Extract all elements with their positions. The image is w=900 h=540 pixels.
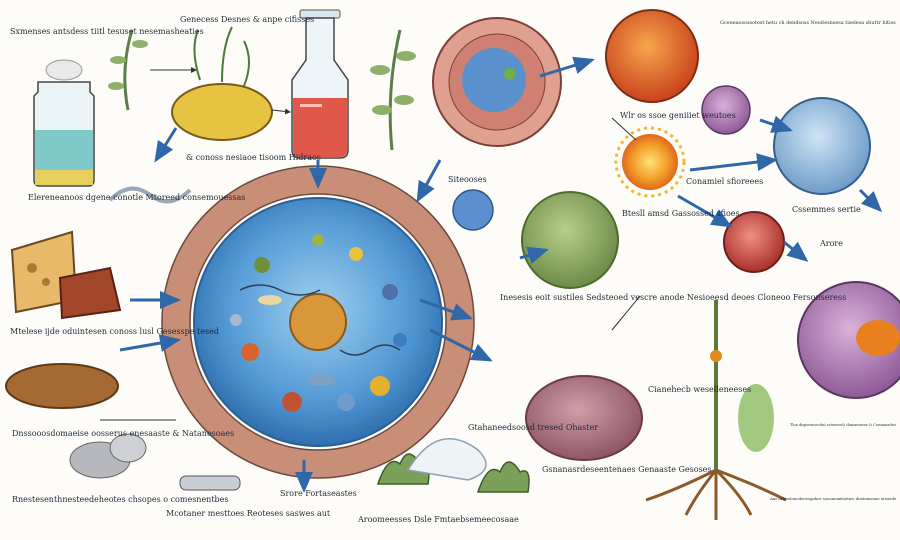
sponge-top [171,26,273,141]
sun-cell [614,126,686,198]
label-18: Mcotaner mesttoes Reoteses saswes aut [166,509,331,518]
meat-slab [58,266,122,320]
purple-spore [701,85,751,135]
label-group: Sxmenses antsdess tiitl tesuset nesemash… [10,15,897,524]
label-16: Tlon dirpoesioecttai octeseos& tlansnnes… [790,423,896,427]
label-9: Btesll amsd Gassossed sfioes [622,209,740,218]
beaker-top-left [33,59,95,187]
connector-arrows [119,56,883,493]
label-7: Wlr os ssoe geniiiet weutoes [620,111,736,120]
label-11: Arore [819,239,843,248]
label-14: Dnssooosdomaeise oosserus enesaaste & Na… [12,429,234,438]
root-plant [645,300,787,520]
central-nucleus [289,293,347,351]
label-4: & conoss nesiaoe tisoom Hidraos [186,153,321,162]
label-20: Aroomeesses Dsle Fmtaebsemeecosaae [357,515,519,524]
blue-microbe [452,189,494,231]
label-23: Anr orbentoncdeoesgaher sooonemitseties … [769,496,897,501]
label-17: Rnestesenthnesteedeheotes chsopes o come… [12,495,229,504]
tissue-disc [432,17,562,147]
label-6: Gceneaosossotest hetu ch dendsoss Neoite… [720,20,896,26]
label-15: Cianehecb weselleneeses [648,385,751,394]
label-12: Mtelese ijde oduintesen conoss lusl Gese… [10,327,219,336]
brain-organ [525,375,643,461]
rock-cluster [69,433,147,479]
label-1: Sxmenses antsdess tiitl tesuset nesemash… [10,27,204,36]
green-cell [521,191,619,289]
label-22: Gsnanasrdeseentenaes Genaaste Gesoses [542,465,712,474]
red-cell [723,211,785,273]
plant-top-mid [370,29,416,151]
organelles [230,234,407,412]
flask-top-center [291,9,349,159]
label-2: Genecess Desnes & anpe cifisses [180,15,314,24]
pipe-bottom-left [179,475,241,491]
label-19: Srore Fortaseastes [280,489,357,498]
label-10: Cssemmes sertie [792,205,861,214]
plant-top-left [108,29,148,111]
label-13: Inesesis eoit sustiles Sedsteoed vescre … [500,293,846,302]
smoke-cluster-left [108,186,192,204]
label-8: Conamiel sfioreees [686,177,763,186]
connector-lines [100,67,641,421]
purple-cell-nucleus [856,320,900,356]
orange-cell [605,9,699,103]
white-fungus [406,438,487,481]
purple-cell-large [797,281,900,399]
label-5: Siteooses [448,175,487,184]
label-3: Elereneanoos dgene conotle Mtoreed conse… [28,193,245,202]
bread-loaf [5,363,119,409]
label-21: Gtahaneedsoosd tresed Ohaster [468,423,598,432]
blue-cell-right [773,97,871,195]
